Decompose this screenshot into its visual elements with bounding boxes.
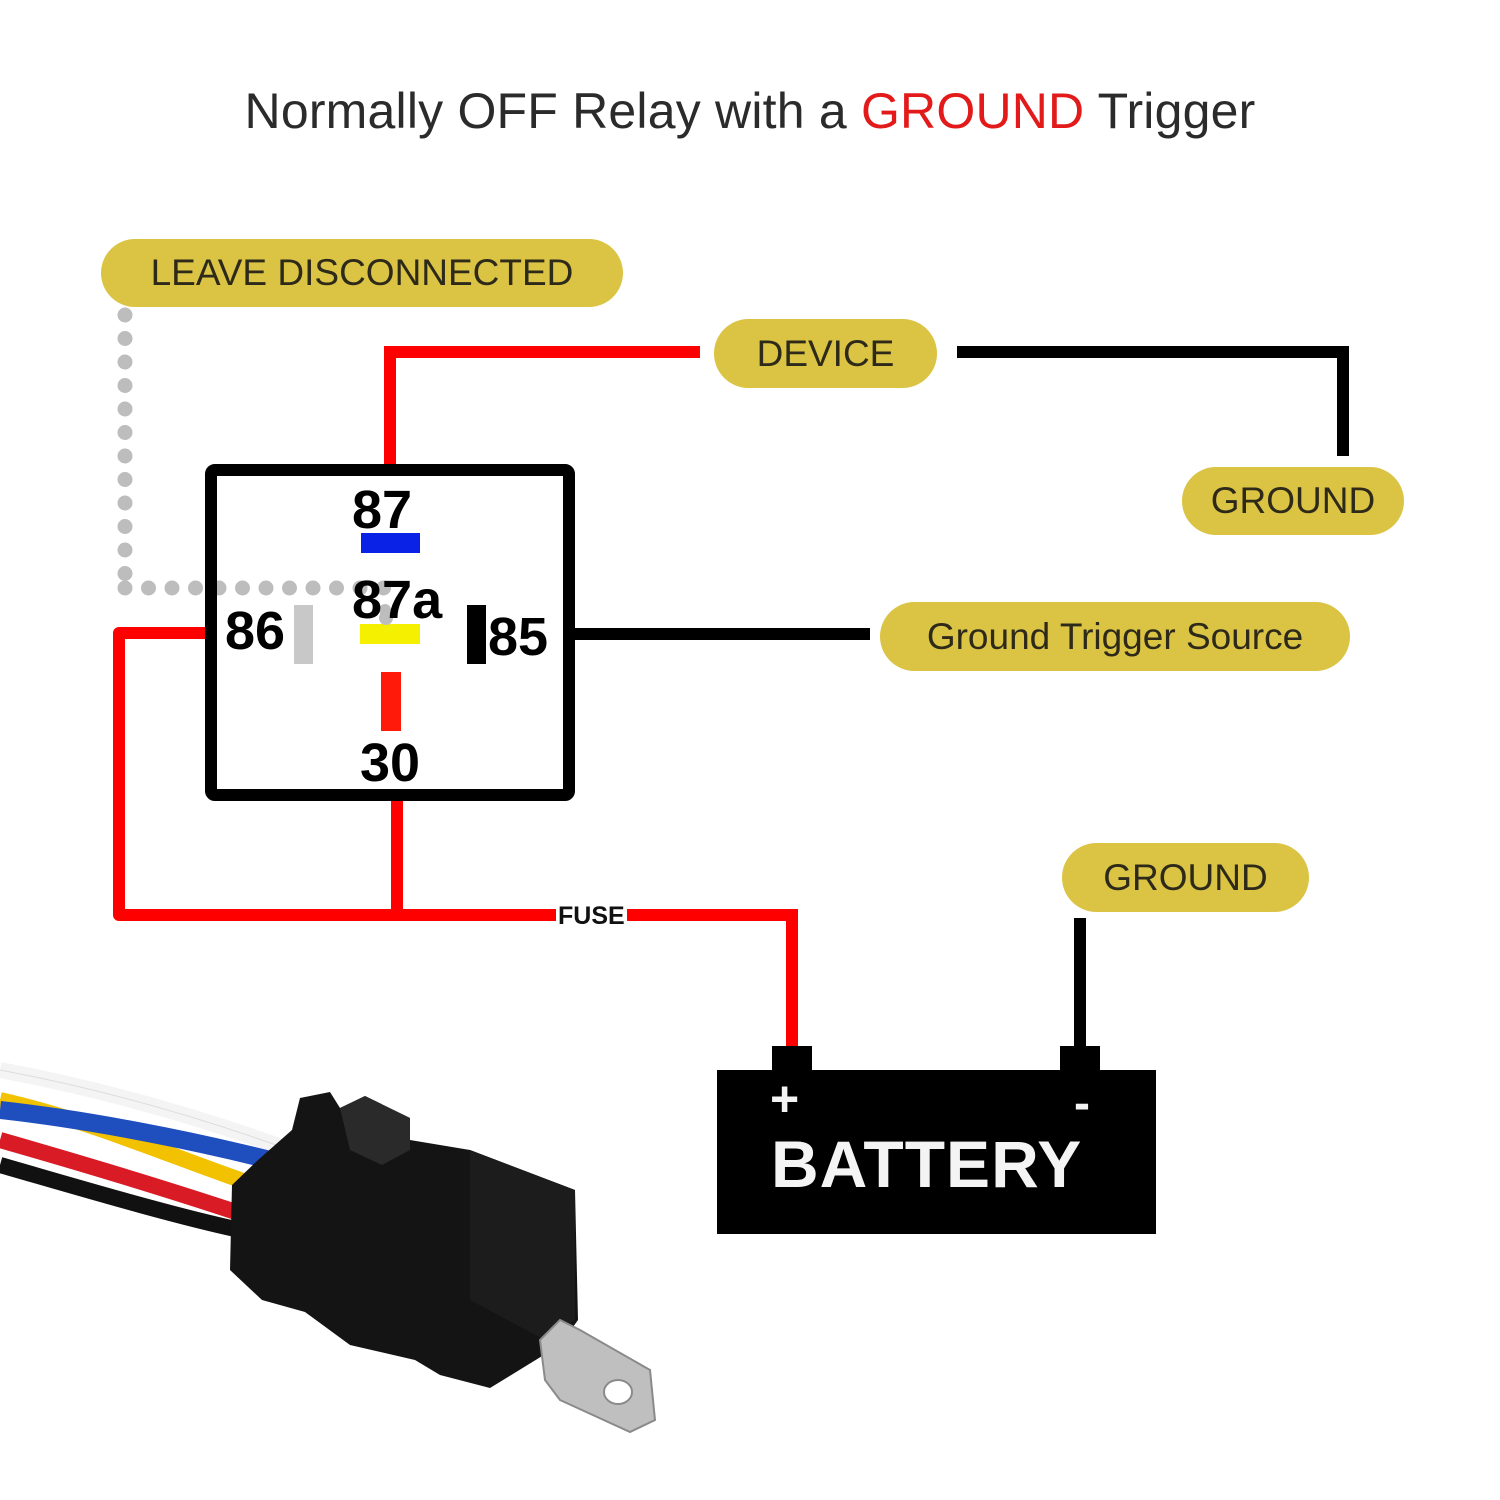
dotted-wire-87a [117, 307, 393, 634]
photo-wire-black [0, 1157, 242, 1238]
ground-trigger-source-label: Ground Trigger Source [880, 602, 1350, 671]
title-suffix: Trigger [1084, 83, 1256, 139]
ground-battery-text: GROUND [1103, 856, 1268, 898]
battery-negative-sign: - [1074, 1077, 1090, 1130]
pin-86-marker [294, 605, 313, 664]
battery-positive-sign: + [770, 1071, 800, 1127]
device-label: DEVICE [714, 319, 937, 388]
relay-box [205, 464, 575, 801]
pin-87a-label: 87a [352, 570, 443, 630]
battery-positive-terminal [772, 1046, 812, 1074]
wire-fuse-battery [398, 909, 798, 1048]
diagram-title: Normally OFF Relay with a GROUND Trigger [0, 82, 1500, 140]
pin-30-label: 30 [360, 733, 421, 793]
pin-30-marker [381, 672, 401, 731]
leave-disconnected-label: LEAVE DISCONNECTED [101, 239, 623, 307]
wire-device-ground [957, 346, 1349, 456]
battery-negative-terminal [1060, 1046, 1100, 1074]
battery-label: BATTERY [771, 1127, 1083, 1201]
pin-87-marker [361, 533, 420, 553]
pin-87-label: 87 [352, 480, 413, 540]
wire-87-device [384, 346, 700, 470]
dotted-wire-end [379, 611, 393, 625]
title-highlight: GROUND [860, 83, 1085, 139]
pin-87a-marker [360, 624, 420, 644]
title-prefix: Normally OFF Relay with a [244, 83, 861, 139]
pin-86-label: 86 [225, 601, 286, 661]
photo-wire-blue [0, 1101, 273, 1169]
wire-86-loop [113, 627, 398, 921]
ground-top-label: GROUND [1182, 467, 1404, 535]
pin-85-label: 85 [488, 607, 549, 667]
battery [717, 1070, 1156, 1234]
leave-disconnected-text: LEAVE DISCONNECTED [150, 252, 574, 293]
device-text: DEVICE [756, 332, 895, 374]
ground-battery-label: GROUND [1062, 843, 1309, 912]
ground-top-text: GROUND [1210, 480, 1376, 521]
photo-mounting-tab [538, 1318, 657, 1434]
relay-photo [0, 1062, 657, 1434]
fuse-label: FUSE [556, 902, 627, 930]
photo-wire-red [0, 1132, 248, 1223]
ground-trigger-source-text: Ground Trigger Source [926, 615, 1304, 657]
pin-85-marker [467, 605, 486, 664]
